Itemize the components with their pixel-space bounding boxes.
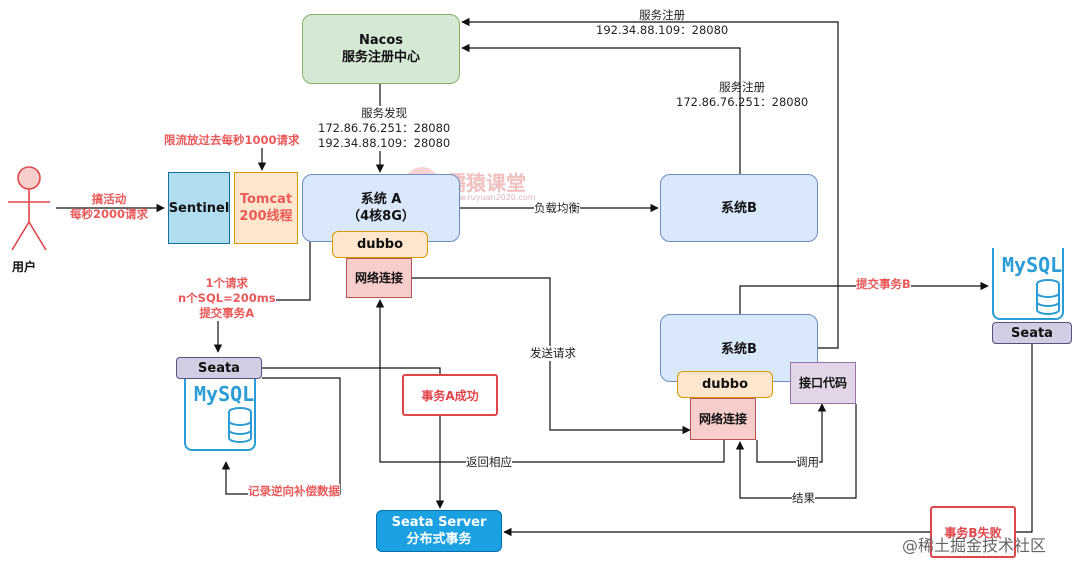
- reverse-comp-label: 记录逆向补偿数据: [248, 484, 340, 499]
- discovery-line3: 192.34.88.109：28080: [318, 136, 451, 150]
- system-b-bottom[interactable]: 系统B: [660, 314, 818, 382]
- watermark-url: www.ruyuan2020.com: [446, 193, 536, 202]
- nacos-title: Nacos: [358, 33, 404, 48]
- registry-top-line1: 服务注册: [639, 8, 686, 22]
- system-b-api-code[interactable]: 接口代码: [790, 362, 856, 404]
- request-info-label: 1个请求 n个SQL=200ms 提交事务A: [178, 276, 276, 321]
- tomcat-box[interactable]: Tomcat 200线程: [234, 172, 298, 244]
- seata-right[interactable]: Seata: [992, 322, 1072, 344]
- nacos-subtitle: 服务注册中心: [341, 50, 420, 65]
- system-b-network[interactable]: 网络连接: [690, 398, 756, 440]
- system-b-network-label: 网络连接: [698, 411, 747, 426]
- discovery-line2: 172.86.76.251：28080: [318, 121, 451, 135]
- user-label: 用户: [12, 260, 37, 274]
- tx-a-success-label: 事务A成功: [421, 388, 479, 403]
- request-info-line1: 1个请求: [205, 276, 249, 290]
- result-label: 结果: [792, 491, 815, 506]
- user-icon: [8, 166, 50, 251]
- tx-a-success-badge: 事务A成功: [402, 374, 498, 416]
- system-b-top[interactable]: 系统B: [660, 174, 818, 242]
- call-label: 调用: [796, 455, 819, 470]
- discovery-line1: 服务发现: [361, 106, 408, 120]
- system-a-line2: （4核8G）: [347, 209, 415, 224]
- system-a-dubbo-label: dubbo: [356, 237, 404, 252]
- system-a-network[interactable]: 网络连接: [346, 258, 412, 298]
- edge-seata-server: [262, 367, 445, 509]
- seata-server-line2: 分布式事务: [406, 532, 472, 547]
- edge-reverse-comp: [221, 377, 341, 495]
- registry-top-line2: 192.34.88.109：28080: [596, 23, 729, 37]
- rate-limit-label: 限流放过去每秒1000请求: [164, 133, 300, 147]
- mysql-left-title: MySQL: [194, 382, 255, 406]
- system-a-dubbo[interactable]: dubbo: [332, 231, 428, 258]
- system-a[interactable]: 系统 A （4核8G）: [302, 174, 460, 242]
- promo-line2: 每秒2000请求: [70, 207, 149, 221]
- nacos-registry[interactable]: Nacos 服务注册中心: [302, 14, 460, 84]
- seata-server[interactable]: Seata Server 分布式事务: [376, 510, 502, 552]
- return-response-label: 返回相应: [466, 455, 512, 470]
- sentinel-box[interactable]: Sentinel: [168, 172, 230, 244]
- sentinel-label: Sentinel: [168, 200, 230, 216]
- request-info-line2: n个SQL=200ms: [178, 291, 276, 305]
- system-a-network-label: 网络连接: [354, 270, 403, 285]
- mysql-right-frame: [992, 248, 1064, 320]
- edge-systemb-register: [461, 43, 741, 174]
- system-b-dubbo[interactable]: dubbo: [677, 371, 773, 398]
- footer-watermark: @稀土掘金技术社区: [902, 536, 1047, 555]
- tomcat-line2: 200线程: [239, 209, 293, 224]
- system-b-top-label: 系统B: [721, 200, 757, 216]
- seata-left[interactable]: Seata: [176, 357, 262, 379]
- seata-right-label: Seata: [1011, 325, 1053, 341]
- promo-label: 搞活动 每秒2000请求: [70, 192, 148, 222]
- system-b-api-code-label: 接口代码: [798, 375, 847, 390]
- mysql-right-title: MySQL: [1002, 253, 1063, 277]
- edge-return-response: [375, 299, 725, 463]
- edge-call: [756, 403, 827, 463]
- seata-left-label: Seata: [198, 360, 240, 376]
- tx-b-fail-label: 事务B失败: [944, 525, 1002, 540]
- send-request-label: 发送请求: [530, 346, 576, 361]
- discovery-label: 服务发现 172.86.76.251：28080 192.34.88.109：2…: [318, 106, 451, 151]
- load-balance-label: 负载均衡: [534, 201, 580, 216]
- registry-top-label: 服务注册 192.34.88.109：28080: [596, 8, 728, 38]
- tx-b-fail-badge: 事务B失败: [930, 506, 1016, 558]
- commit-b-label: 提交事务B: [856, 277, 911, 292]
- database-icon: [1036, 279, 1060, 315]
- system-b-bottom-label: 系统B: [721, 342, 757, 357]
- edge-right-seata-server: [503, 344, 1033, 537]
- edge-systemb2-register: [461, 17, 839, 349]
- registry-mid-label: 服务注册 172.86.76.251：28080: [676, 80, 808, 110]
- registry-mid-line1: 服务注册: [719, 80, 766, 94]
- system-a-line1: 系统 A: [360, 192, 402, 207]
- seata-server-line1: Seata Server: [391, 515, 487, 530]
- tomcat-line1: Tomcat: [239, 192, 293, 207]
- request-info-line3: 提交事务A: [199, 306, 255, 320]
- registry-mid-line2: 172.86.76.251：28080: [676, 95, 809, 109]
- system-b-dubbo-label: dubbo: [701, 377, 749, 392]
- promo-line1: 搞活动: [91, 192, 127, 206]
- mysql-left-frame: [184, 379, 256, 451]
- database-icon: [228, 407, 252, 443]
